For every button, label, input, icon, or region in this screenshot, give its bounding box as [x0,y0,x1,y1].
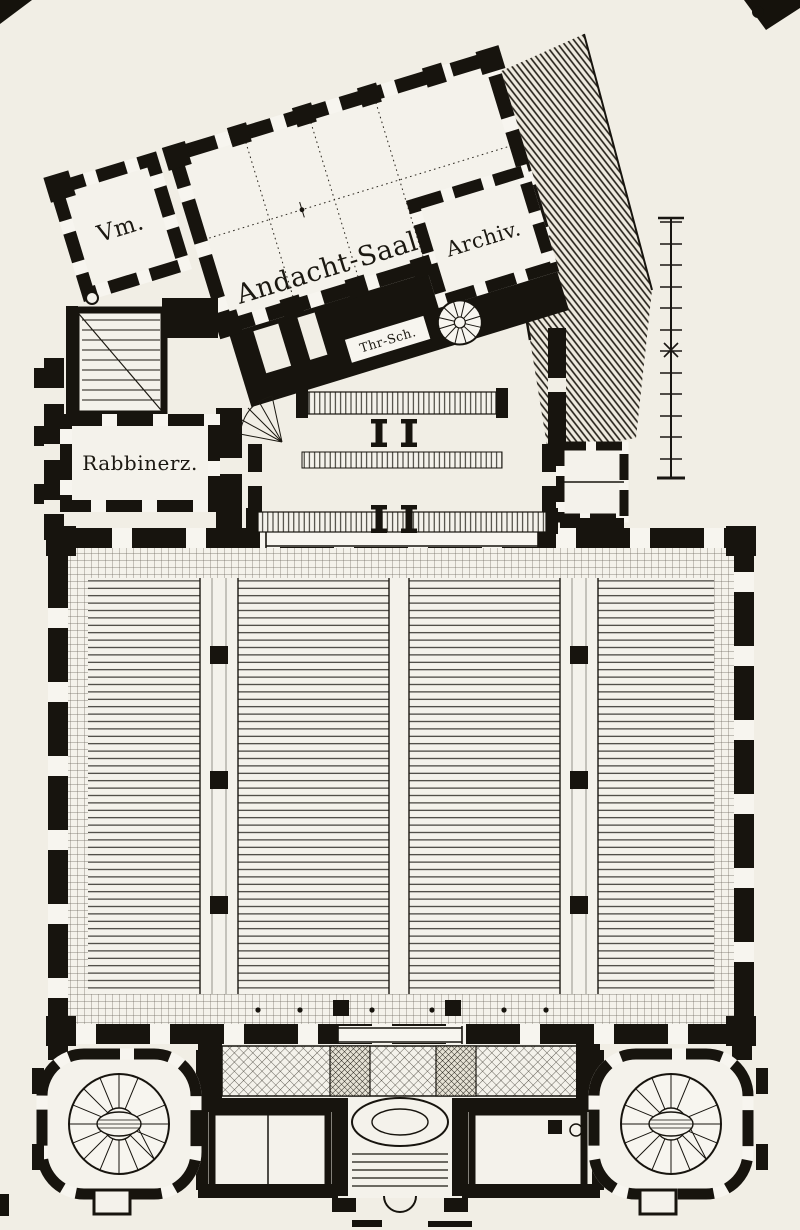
annex-wall-piers [43,45,506,340]
entrance-section [32,1034,768,1216]
east-annex-room [555,441,629,523]
column-base-dots [255,1007,549,1013]
straight-stair-tower [72,306,168,418]
circular-staircase-east [620,1073,722,1175]
hall-corner-piers [46,526,756,1046]
tower-pilasters [32,1068,768,1170]
vestibule-tiles [221,1045,579,1097]
room-label-rabbinerz: Rabbinerz. [82,451,198,475]
pew-block-centre-left [238,578,389,994]
ceiling-centre-mark [299,201,305,218]
pew-block-east [598,578,714,994]
bimah-apse [246,388,558,534]
portal-steps [352,1153,448,1187]
aisle-lines [199,578,599,994]
room-archiv [405,164,560,309]
stair-tower-east [588,1048,754,1200]
scale-bar [657,216,685,480]
scale-midpoint-mark [663,342,679,358]
pier-base-east [638,1188,678,1216]
west-pilasters [34,368,44,504]
pew-block-west [88,578,200,994]
main-hall [46,526,756,1046]
mid-structures [216,328,629,534]
pier-base-west [92,1188,132,1216]
main-portal [332,1097,468,1213]
room-rabbinerzimmer: Rabbinerz. [60,414,220,512]
entrance-side-room-west [208,1108,332,1192]
floor-tile-band-bottom [68,994,734,1024]
pew-block-centre-right [409,578,560,994]
winding-stair-fan [239,395,283,443]
hall-columns [210,646,588,1016]
middle-step-band [301,451,503,469]
upper-step-band [307,391,497,415]
annex-wing: Thr-Sch. Vm. Andacht-Saal Archiv. [43,45,569,408]
stair-tower-west [36,1048,202,1200]
entrance-side-room-east [468,1108,588,1192]
ceiling-bay-dotted-lines [204,97,511,303]
circular-staircase-west [68,1073,170,1175]
stair-treads [82,319,160,401]
column-detail [85,291,99,305]
room-vm [47,151,192,302]
floor-tile-band-top [68,548,734,578]
west-structures: Rabbinerz. [34,291,220,540]
